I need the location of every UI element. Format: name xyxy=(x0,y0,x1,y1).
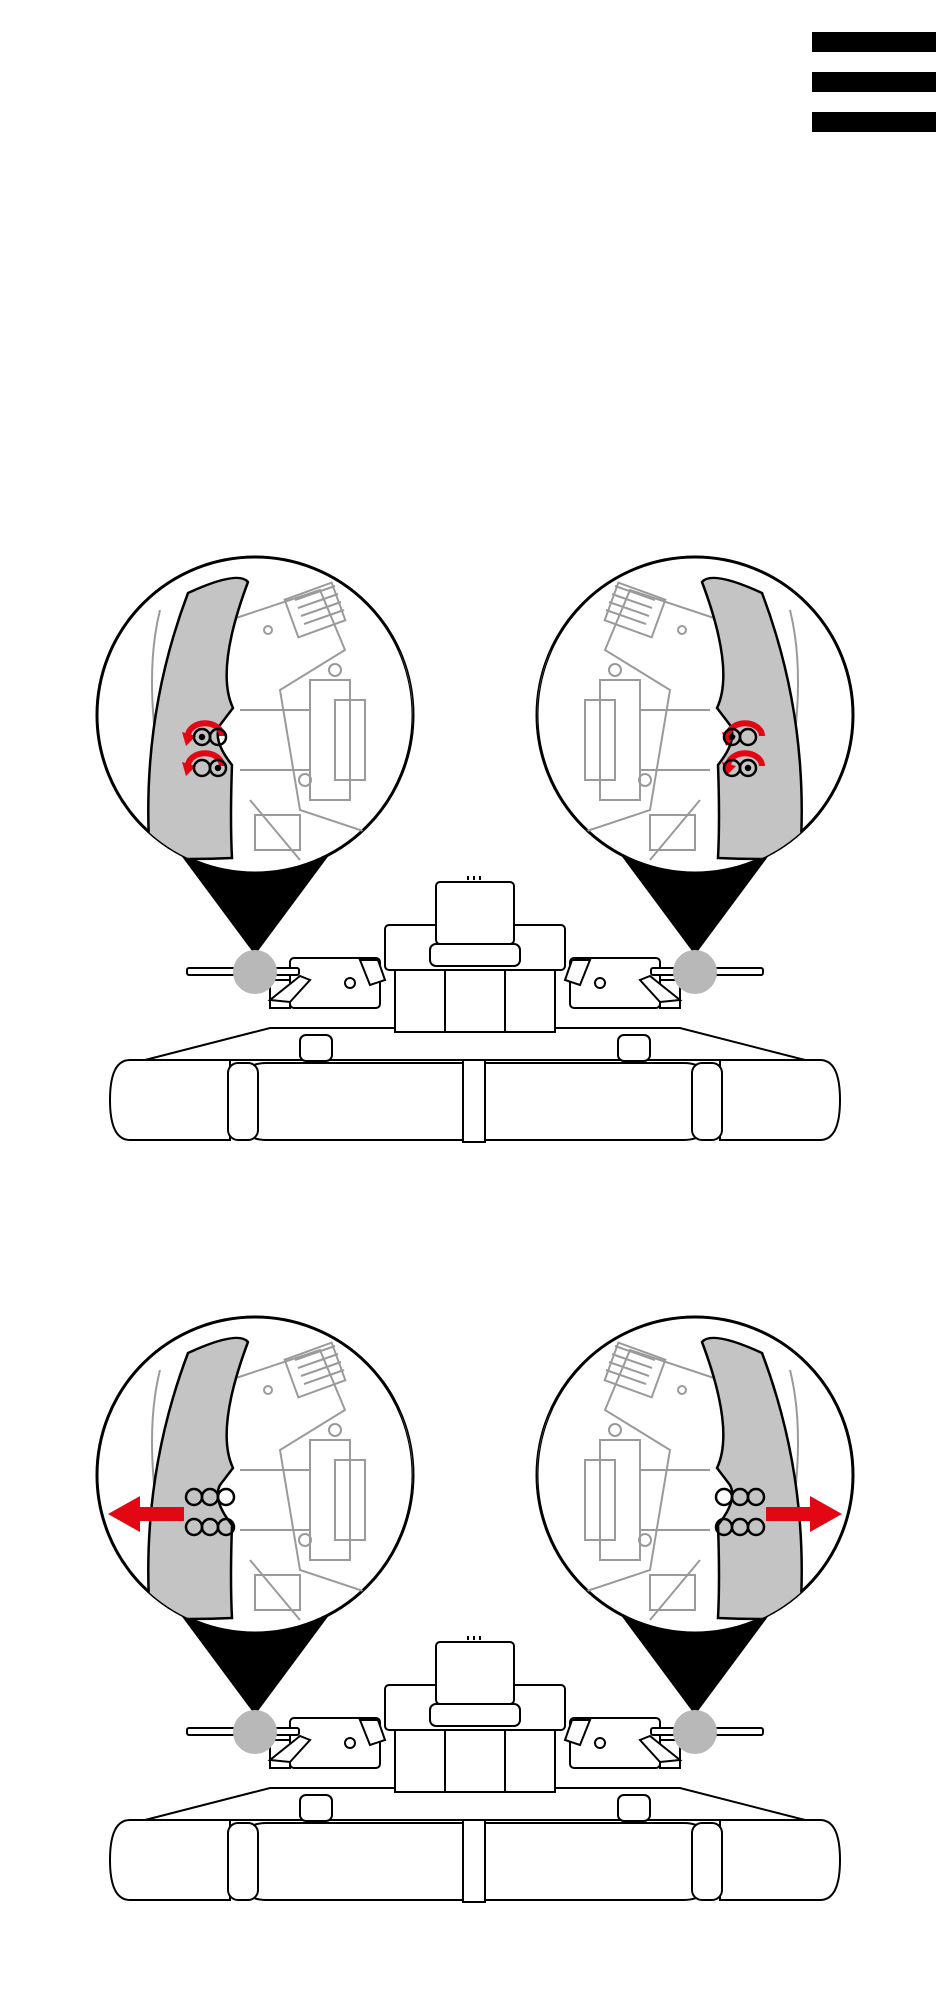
menu-bar-middle xyxy=(812,72,936,92)
left-paddle-magnifier xyxy=(97,557,414,955)
right-paddle-highlight xyxy=(673,950,717,994)
wheel-base-drawing xyxy=(110,1636,840,1902)
left-paddle-highlight xyxy=(233,950,277,994)
left-paddle-magnifier xyxy=(97,1317,414,1715)
step-1-illustration xyxy=(0,540,950,1180)
step-remove-paddles xyxy=(0,1300,950,1940)
wheel-base-drawing xyxy=(110,876,840,1142)
hamburger-menu-button[interactable] xyxy=(812,32,936,132)
menu-bar-bottom xyxy=(812,112,936,132)
right-paddle-highlight xyxy=(673,1710,717,1754)
step-unscrew-paddles xyxy=(0,540,950,1180)
right-paddle-magnifier xyxy=(536,1317,853,1715)
step-2-illustration xyxy=(0,1300,950,1940)
left-paddle-highlight xyxy=(233,1710,277,1754)
menu-bar-top xyxy=(812,32,936,52)
right-paddle-magnifier xyxy=(536,557,853,955)
